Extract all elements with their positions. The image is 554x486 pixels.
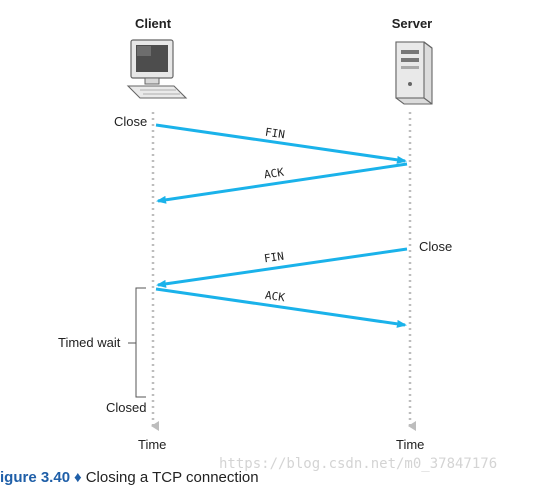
caption-separator: ♦ bbox=[74, 469, 82, 486]
client-close-label: Close bbox=[114, 114, 148, 129]
timed-wait-bracket bbox=[135, 287, 146, 398]
server-title: Server bbox=[391, 16, 433, 31]
fin-arrow-server-to-client bbox=[156, 247, 408, 288]
caption-figure-number: igure 3.40 bbox=[0, 469, 71, 486]
timed-wait-label: Timed wait bbox=[58, 335, 121, 350]
ack-label-2: ACK bbox=[264, 288, 286, 305]
caption-text: Closing a TCP connection bbox=[85, 469, 259, 486]
server-time-label: Time bbox=[396, 437, 425, 452]
closed-label: Closed bbox=[106, 400, 147, 415]
ack-arrow-server-to-client bbox=[156, 162, 408, 204]
server-close-label: Close bbox=[419, 239, 453, 254]
ack-arrow-client-to-server bbox=[155, 287, 407, 328]
watermark-url: https://blog.csdn.net/m0_37847176 bbox=[219, 456, 498, 472]
client-time-label: Time bbox=[138, 437, 167, 452]
figure-caption: igure 3.40♦Closing a TCP connection bbox=[0, 469, 259, 486]
client-title: Client bbox=[134, 16, 172, 31]
server-tower-icon bbox=[395, 41, 433, 105]
desktop-computer-icon bbox=[126, 39, 188, 99]
fin-arrow-client-to-server bbox=[155, 123, 407, 164]
fin-label-1: FIN bbox=[264, 125, 286, 142]
